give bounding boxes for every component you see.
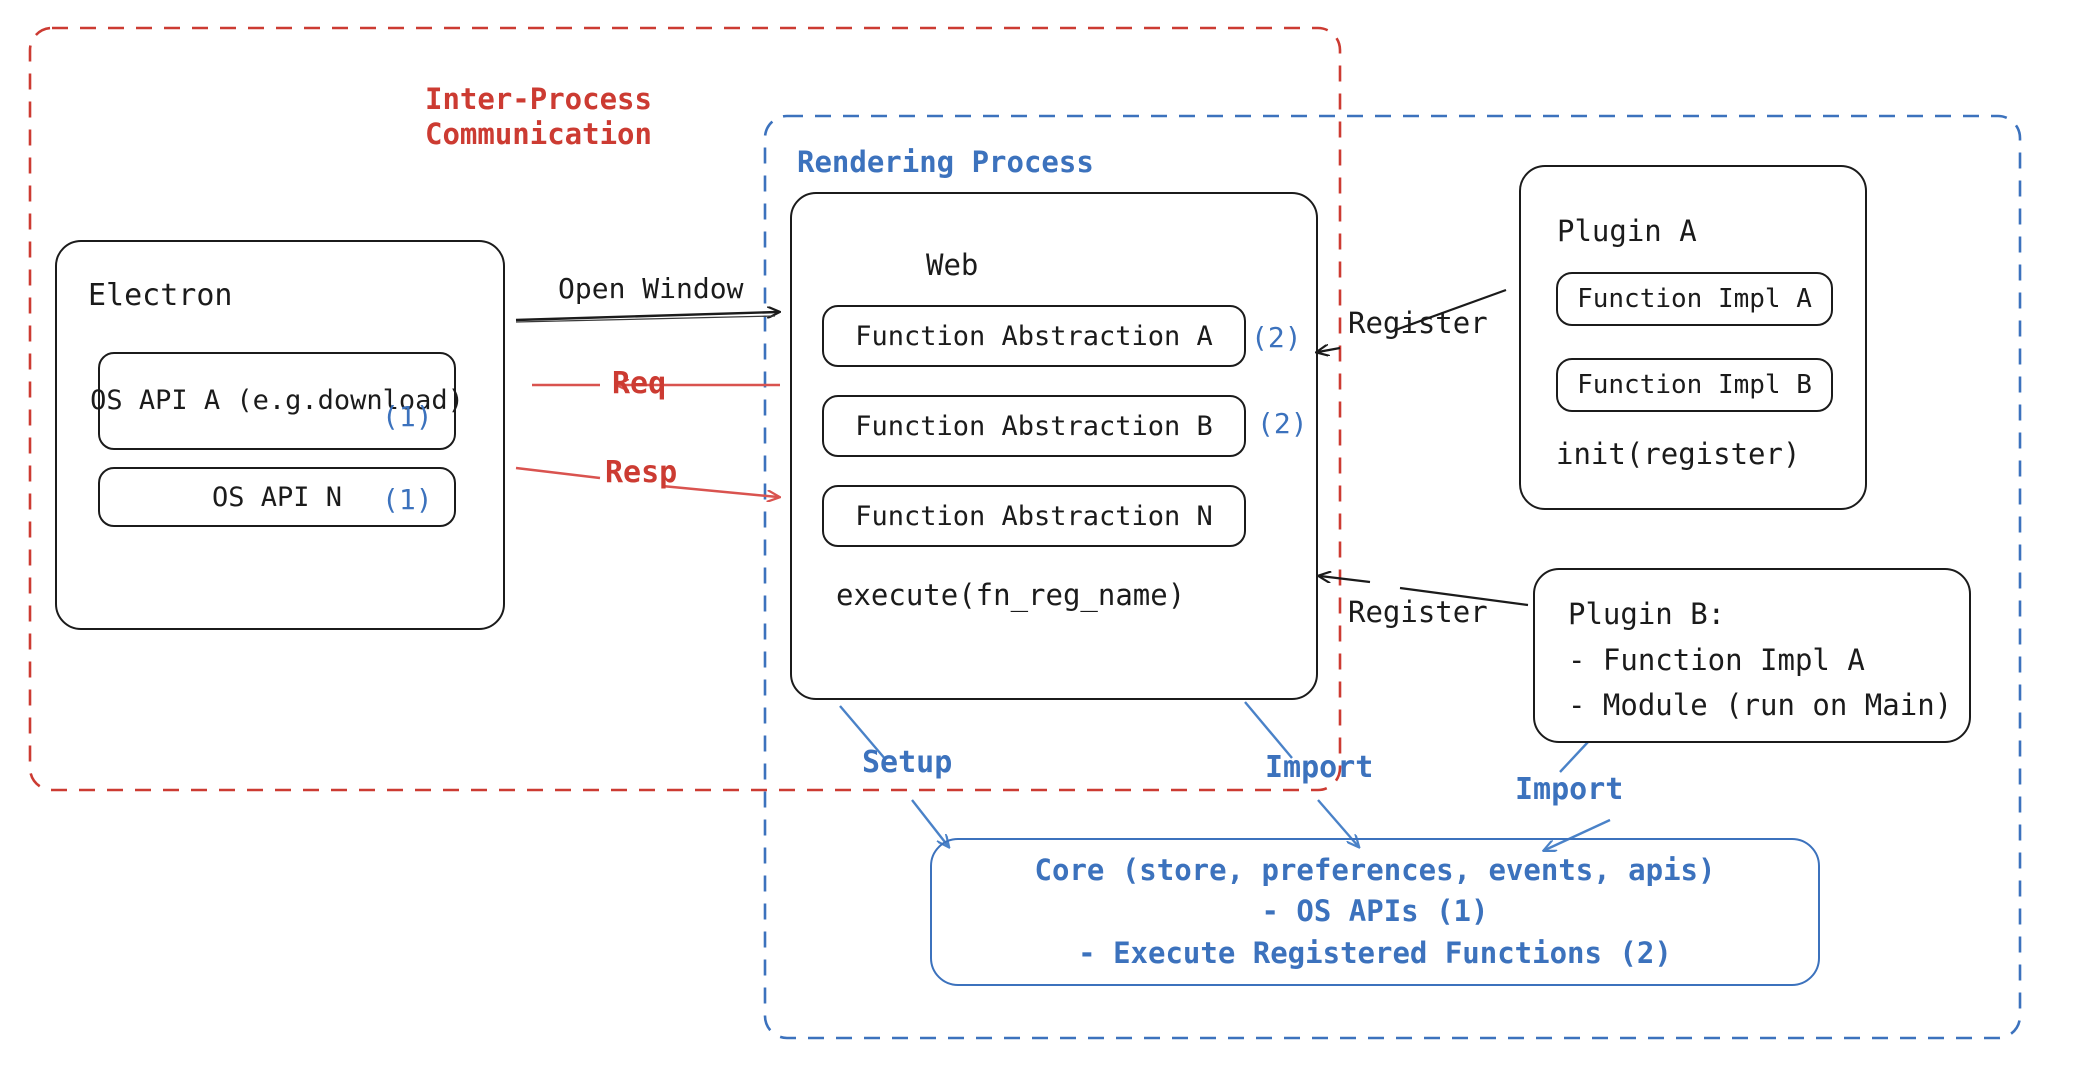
function-abstraction-a-label: Function Abstraction A	[855, 320, 1213, 352]
edge-label-register-plugin-a: Register	[1348, 306, 1488, 340]
os-api-n-badge: (1)	[382, 483, 433, 516]
electron-box[interactable]	[55, 240, 505, 630]
plugin-a-function-impl-b-label: Function Impl B	[1577, 370, 1812, 400]
edge-label-resp: Resp	[605, 455, 678, 490]
function-abstraction-a-badge: (2)	[1251, 321, 1302, 354]
edge-label-import-plugin-b: Import	[1515, 772, 1624, 807]
function-abstraction-b-badge: (2)	[1257, 407, 1308, 440]
core-text-block: Core (store, preferences, events, apis) …	[1035, 850, 1716, 974]
function-abstraction-a-box[interactable]: Function Abstraction A	[822, 305, 1246, 367]
os-api-n-label: OS API N	[211, 481, 343, 513]
plugin-a-function-impl-a-box[interactable]: Function Impl A	[1556, 272, 1833, 326]
web-box[interactable]	[790, 192, 1318, 700]
os-api-a-label: OS API A (e.g. download)	[90, 385, 464, 417]
plugin-a-function-impl-b-box[interactable]: Function Impl B	[1556, 358, 1833, 412]
plugin-a-init-label: init(register)	[1556, 437, 1801, 471]
function-abstraction-b-label: Function Abstraction B	[855, 410, 1213, 442]
edge-label-req: Req	[612, 366, 667, 401]
core-box[interactable]: Core (store, preferences, events, apis) …	[930, 838, 1820, 986]
rendering-process-group-label: Rendering Process	[797, 145, 1094, 179]
edge-label-setup: Setup	[862, 745, 953, 780]
edge-label-import-web: Import	[1265, 750, 1374, 785]
function-abstraction-b-box[interactable]: Function Abstraction B	[822, 395, 1246, 457]
plugin-a-box[interactable]	[1519, 165, 1867, 510]
plugin-a-function-impl-a-label: Function Impl A	[1577, 284, 1812, 314]
os-api-n-box[interactable]: OS API N	[98, 467, 456, 527]
os-api-a-badge: (1)	[382, 400, 433, 433]
web-execute-label: execute(fn_reg_name)	[836, 578, 1186, 612]
electron-title: Electron	[88, 278, 233, 313]
plugin-a-title: Plugin A	[1557, 214, 1697, 248]
web-title: Web	[926, 248, 979, 282]
plugin-b-title: Plugin B:	[1568, 597, 1726, 631]
plugin-b-line-2: - Module (run on Main)	[1568, 688, 1953, 722]
edge-open-window	[515, 312, 778, 323]
os-api-a-box[interactable]: OS API A (e.g. download)	[90, 352, 464, 450]
function-abstraction-n-label: Function Abstraction N	[855, 500, 1213, 532]
plugin-b-line-1: - Function Impl A	[1568, 643, 1865, 677]
function-abstraction-n-box[interactable]: Function Abstraction N	[822, 485, 1246, 547]
edge-label-open-window: Open Window	[558, 272, 744, 305]
core-line-1: Core (store, preferences, events, apis)	[1034, 853, 1716, 888]
core-line-3: - Execute Registered Functions (2)	[1078, 935, 1672, 970]
plugin-b-box[interactable]	[1533, 568, 1971, 743]
core-line-2: - OS APIs (1)	[1261, 894, 1489, 929]
edge-label-register-plugin-b: Register	[1348, 595, 1488, 629]
